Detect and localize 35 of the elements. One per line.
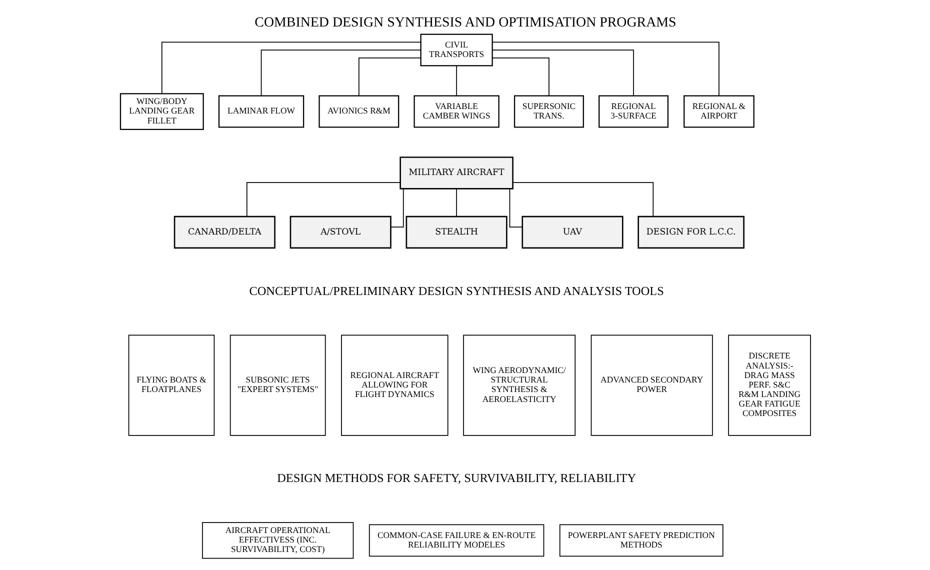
label: CONCEPTUAL/PRELIMINARY DESIGN SYNTHESIS AND ANALYSIS TOOLS [248, 284, 664, 298]
node-box: POWERPLANT SAFETY PREDICTION METHODS [558, 524, 723, 557]
node-box: SUBSONIC JETS "EXPERT SYSTEMS" [229, 334, 326, 436]
connector [390, 188, 404, 228]
node-box: UAV [521, 216, 623, 249]
node-box: WING/BODY LANDING GEAR FILLET [119, 93, 204, 130]
label: DESIGN METHODS FOR SAFETY, SURVIVABILITY, RELIABILITY [276, 471, 636, 486]
connector [512, 182, 654, 217]
connector [246, 182, 400, 217]
node-box: AVIONICS R&M [318, 95, 399, 128]
connector [492, 57, 549, 96]
node-box: STEALTH [405, 216, 507, 249]
connector [358, 57, 421, 96]
connector [260, 50, 421, 96]
connector [492, 42, 719, 96]
diagram-title: COMBINED DESIGN SYNTHESIS AND OPTIMISATION PROGRAMS [254, 15, 676, 30]
node-box: REGIONAL AIRCRAFT ALLOWING FOR FLIGHT DYNAMICS [340, 334, 448, 436]
node-box: CIVIL TRANSPORTS [420, 34, 492, 66]
node-box: WING AERODYNAMIC/ STRUCTURAL SYNTHESIS & AEROELASTICITY [462, 334, 576, 436]
node-box: REGIONAL 3-SURFACE [598, 95, 668, 128]
node-box: DESIGN FOR L.C.C. [637, 216, 744, 249]
node-box: FLYING BOATS & FLOATPLANES [128, 334, 214, 436]
node-box: REGIONAL & AIRPORT [683, 95, 754, 128]
node-box: MILITARY AIRCRAFT [399, 156, 513, 190]
node-box: VARIABLE CAMBER WINGS [413, 95, 499, 128]
node-box: LAMINAR FLOW [218, 95, 304, 128]
node-box: AIRCRAFT OPERATIONAL EFFECTIVESS (INC. SURVIVABILITY, COST) [202, 522, 354, 559]
node-box: SUPERSONIC TRANS. [513, 95, 584, 128]
node-box: A/STOVL [289, 216, 391, 249]
node-box: ADVANCED SECONDARY POWER [590, 334, 712, 436]
connector [160, 42, 421, 94]
node-box: CANARD/DELTA [173, 216, 275, 249]
node-box: DISCRETE ANALYSIS:- DRAG MASS PERF. S&C R&M LANDING GEAR FATIGUE COMPOSITES [728, 334, 810, 436]
connector [491, 50, 634, 96]
node-box: COMMON-CASE FAILURE & EN-ROUTE RELIABILITY MODELES [368, 524, 544, 557]
